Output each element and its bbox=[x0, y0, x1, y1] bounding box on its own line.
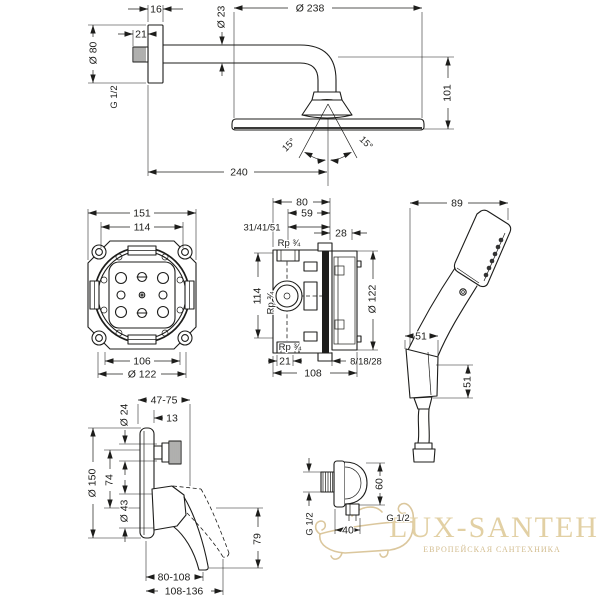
dim-lever-range: 80-108 bbox=[158, 572, 191, 584]
watermark-tagline: ЕВРОПЕЙСКАЯ САНТЕХНИКА bbox=[423, 545, 560, 554]
dim-bolt-width: 114 bbox=[134, 222, 151, 234]
mixer-trim-drawing: 47-75 13 Ø 24 Ø 150 74 Ø 43 79 bbox=[85, 393, 264, 598]
basic-set-front-drawing: 151 114 106 Ø 122 bbox=[87, 206, 197, 382]
dim-arm-reach: 240 bbox=[230, 167, 248, 179]
dim-arm-thread: G 1/2 bbox=[109, 85, 120, 108]
dim-outlet-width: 40 bbox=[342, 525, 354, 537]
dim-outlet-thread-wall: G 1/2 bbox=[305, 512, 316, 535]
dim-body-width: 151 bbox=[133, 208, 151, 220]
dim-nipple-length: 21 bbox=[135, 29, 147, 41]
dim-head-diameter: Ø 238 bbox=[296, 3, 325, 15]
dim-install-depth-range: 31/41/51 bbox=[244, 223, 281, 234]
hand-shower-drawing: 89 51 51 bbox=[404, 196, 512, 463]
dim-sleeve-protrusion: 13 bbox=[166, 413, 178, 425]
dim-cover-depth: 28 bbox=[335, 228, 347, 240]
dim-handle-offset: 74 bbox=[104, 474, 116, 486]
dim-lever-max-range: 108-136 bbox=[165, 586, 204, 598]
watermark-brand: LUX-SANTEH bbox=[389, 511, 599, 544]
dim-holder-width: 51 bbox=[415, 331, 427, 343]
dim-head-height: 101 bbox=[442, 84, 454, 102]
wall-outlet-drawing: G 1/2 60 G 1/2 40 bbox=[303, 458, 411, 538]
dim-section-depth: 80 bbox=[296, 197, 308, 209]
dim-trim-plate-diameter: Ø 150 bbox=[87, 469, 99, 498]
dim-tilt-right: 15° bbox=[357, 134, 375, 152]
dim-inner-width: 106 bbox=[133, 356, 151, 368]
dim-thread-left: Rp ¾ bbox=[266, 291, 277, 315]
dim-thread-top: Rp ¾ bbox=[278, 238, 302, 249]
dim-port-offset: 21 bbox=[279, 356, 291, 368]
dim-section-diameter: Ø 122 bbox=[367, 285, 379, 314]
dim-lever-height: 79 bbox=[252, 533, 264, 545]
overhead-shower-drawing: 15° 15° 16 21 Ø 80 G 1/2 Ø 23 Ø 238 bbox=[86, 1, 455, 186]
dim-tilt-left: 15° bbox=[280, 136, 298, 154]
dim-plate-diameter: Ø 80 bbox=[88, 41, 100, 64]
dim-section-depth-front: 59 bbox=[301, 208, 313, 220]
dim-handshower-width: 89 bbox=[451, 198, 463, 210]
dim-trim-depth-range: 47-75 bbox=[151, 395, 178, 407]
dim-plate-depth: 16 bbox=[150, 4, 162, 16]
dim-holder-height: 51 bbox=[462, 376, 474, 388]
dim-arm-diameter: Ø 23 bbox=[216, 5, 228, 28]
watermark: LUX-SANTEH ЕВРОПЕЙСКАЯ САНТЕХНИКА bbox=[314, 502, 599, 560]
dim-section-height: 114 bbox=[252, 287, 264, 304]
basic-set-section-drawing: 80 59 31/41/51 28 Rp ¾ 114 Rp ¾ Ø 122 bbox=[242, 195, 383, 380]
dim-sleeve-diameter: Ø 24 bbox=[119, 403, 131, 426]
dim-total-depth: 108 bbox=[304, 368, 322, 380]
dim-outlet-thread-hose: G 1/2 bbox=[386, 513, 409, 524]
dim-thread-bottom: Rp ¾ bbox=[279, 342, 303, 353]
dim-collar-diameter: Ø 43 bbox=[119, 499, 131, 522]
dim-ring-diameter: Ø 122 bbox=[128, 369, 157, 381]
dim-cover-range: 8/18/28 bbox=[350, 357, 382, 368]
dim-outlet-height: 60 bbox=[374, 478, 386, 490]
